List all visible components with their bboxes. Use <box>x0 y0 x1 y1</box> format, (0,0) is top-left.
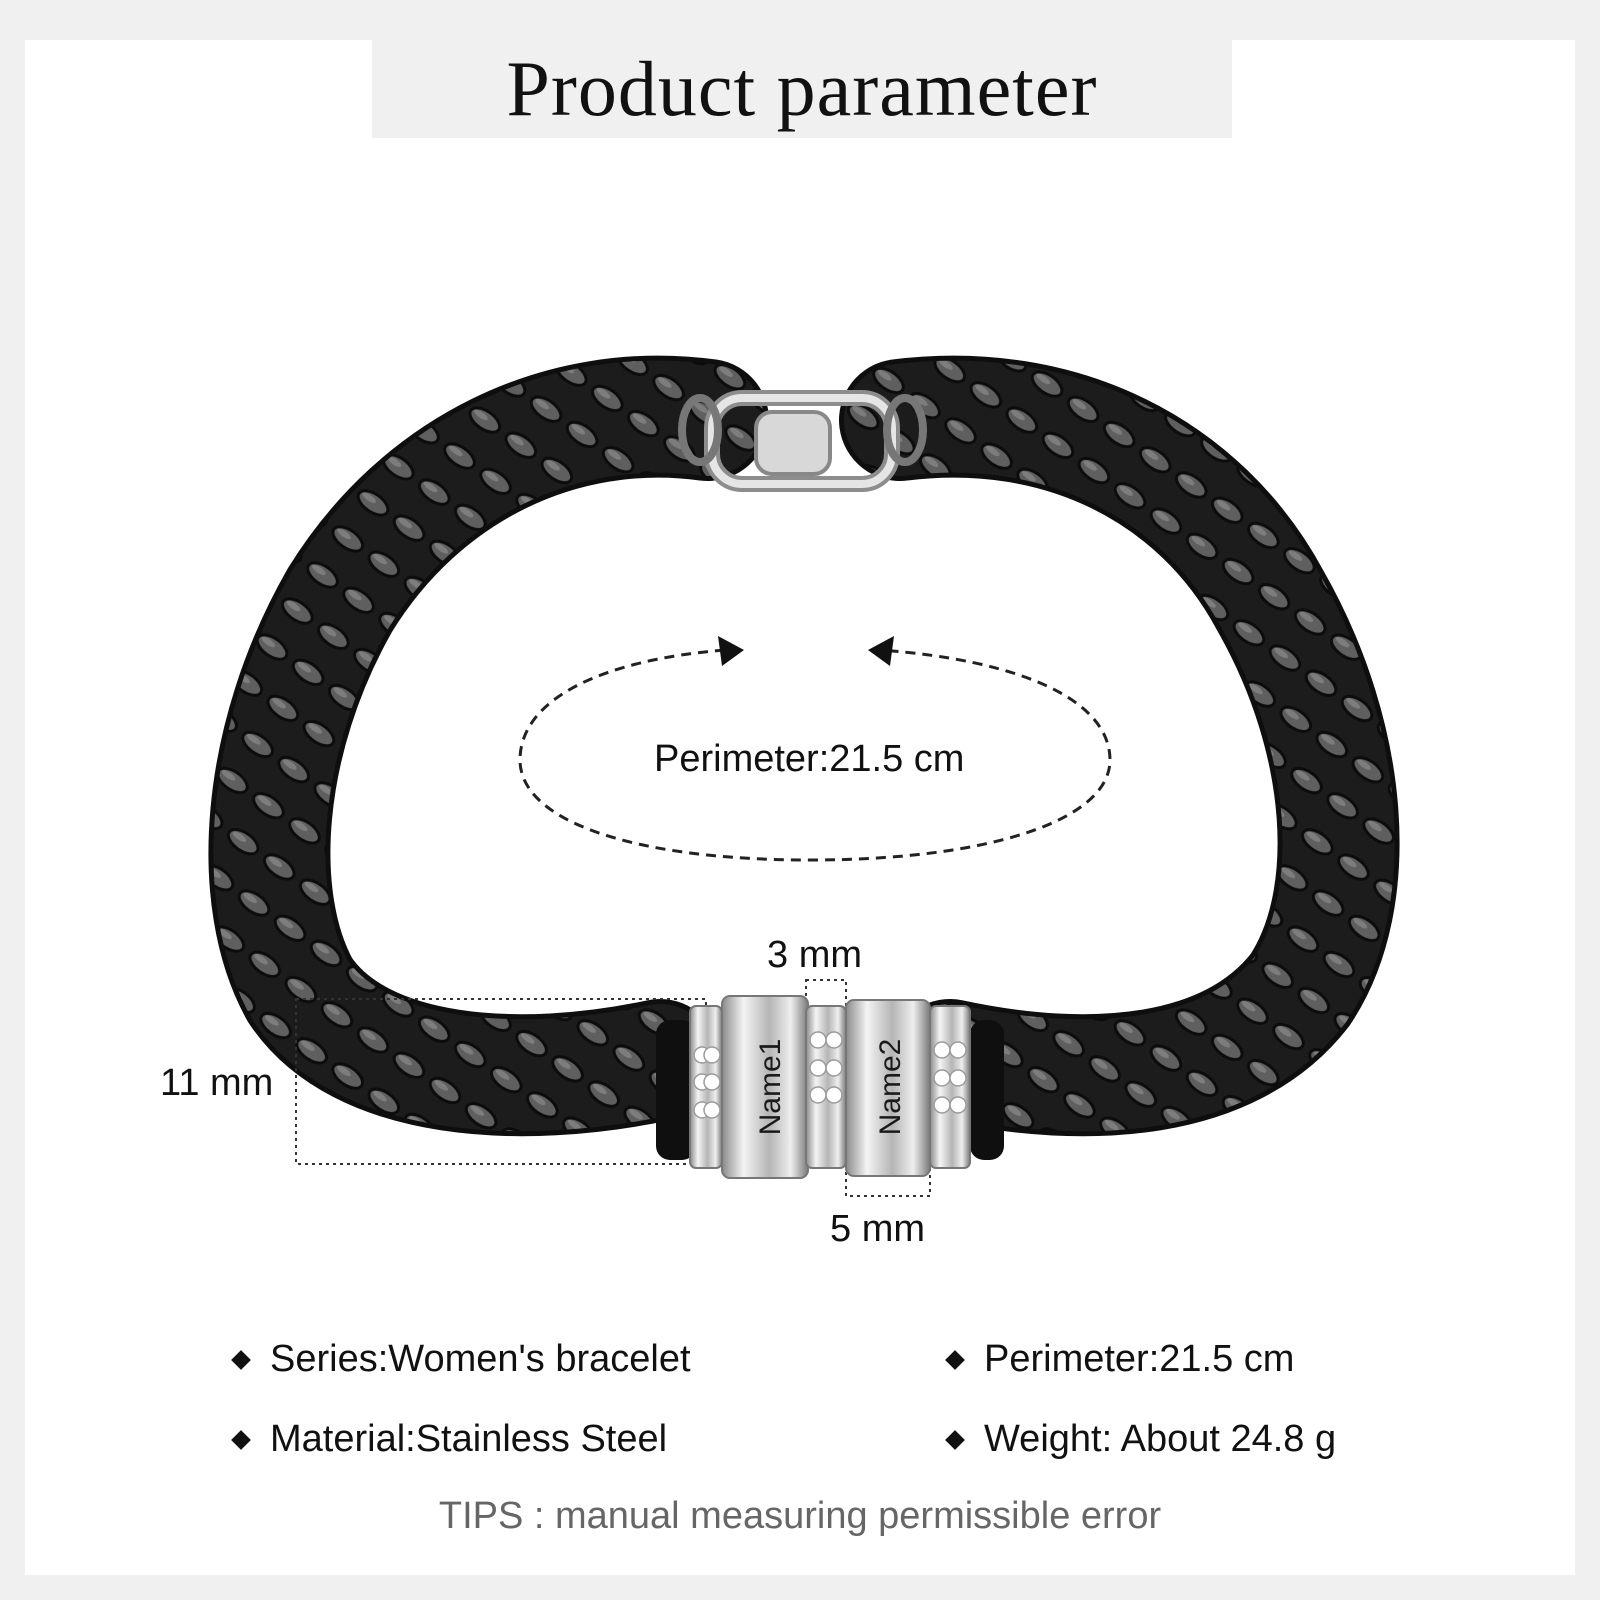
tips-note: TIPS : manual measuring permissible erro… <box>438 1495 1162 1537</box>
diamond-bullet-icon <box>945 1429 965 1450</box>
arrow-left-icon <box>868 636 894 666</box>
spec-perimeter-text: Perimeter:21.5 cm <box>984 1338 1295 1380</box>
chain <box>208 355 1400 1137</box>
spec-weight: Weight: About 24.8 g <box>945 1418 1337 1461</box>
diamond-bullet-icon <box>231 1349 251 1370</box>
perimeter-label: Perimeter:21.5 cm <box>654 738 965 780</box>
spec-perimeter: Perimeter:21.5 cm <box>945 1338 1295 1381</box>
spec-material: Material:Stainless Steel <box>231 1418 668 1461</box>
spec-series: Series:Women's bracelet <box>231 1338 691 1381</box>
clasp-icon <box>678 390 927 492</box>
spec-series-text: Series:Women's bracelet <box>270 1338 691 1380</box>
title-banner: Product parameter <box>372 40 1232 138</box>
width-3mm-label: 3 mm <box>767 934 862 976</box>
diamond-bullet-icon <box>231 1429 251 1450</box>
width-11mm-label: 11 mm <box>160 1062 274 1104</box>
diamond-bullet-icon <box>945 1349 965 1370</box>
spec-weight-text: Weight: About 24.8 g <box>984 1418 1337 1460</box>
width-5mm-label: 5 mm <box>830 1208 925 1250</box>
page-title: Product parameter <box>506 45 1098 132</box>
spec-material-text: Material:Stainless Steel <box>270 1418 668 1460</box>
arrow-right-icon <box>718 636 744 666</box>
bead-label-name1: Name1 <box>754 1039 787 1136</box>
perimeter-indicator <box>518 636 1112 862</box>
bead-label-name2: Name2 <box>874 1039 907 1136</box>
beads: Name1 Name2 <box>656 995 1004 1179</box>
